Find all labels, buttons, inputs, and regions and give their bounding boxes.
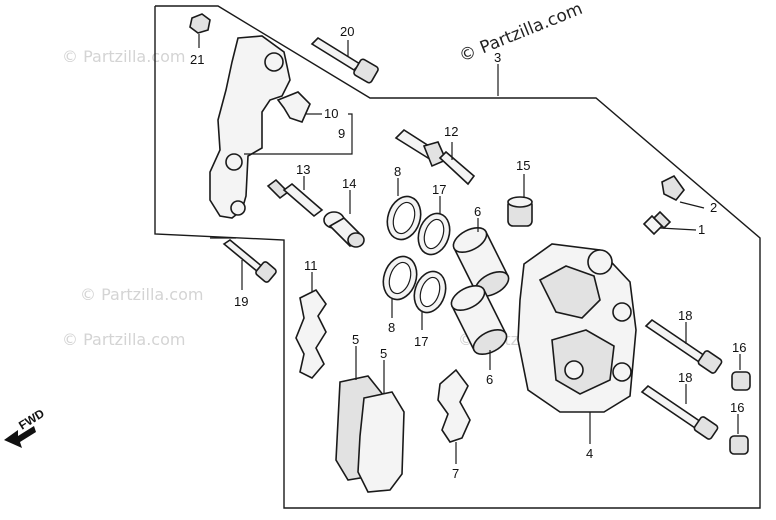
- callout-21: 21: [190, 52, 204, 67]
- slide-pin-12: [394, 128, 476, 186]
- callout-15: 15: [516, 158, 530, 173]
- leader-9: [244, 113, 353, 155]
- watermark-left: © Partzilla.com: [80, 285, 203, 304]
- bracket-hole-bottom: [230, 200, 246, 216]
- callout-16-a: 16: [732, 340, 746, 355]
- caliper-body-4: [517, 243, 637, 413]
- callout-5-a: 5: [352, 332, 359, 347]
- watermark-mid-left: © Partzilla.com: [62, 330, 185, 349]
- callout-20: 20: [340, 24, 354, 39]
- callout-9: 9: [338, 126, 345, 141]
- plug-16-upper: [731, 371, 751, 391]
- callout-10: 10: [324, 106, 338, 121]
- assembly-boundary: [154, 5, 761, 509]
- slide-pin-13: [266, 178, 324, 218]
- callout-19: 19: [234, 294, 248, 309]
- callout-17-a: 17: [432, 182, 446, 197]
- bleeder-cap-2: [661, 174, 686, 202]
- callout-16-b: 16: [730, 400, 744, 415]
- leader-lines: [241, 64, 741, 464]
- watermark-main: © Partzilla.com: [456, 0, 585, 67]
- plug-16-lower: [729, 435, 749, 455]
- watermark-top-left: © Partzilla.com: [62, 47, 185, 66]
- pad-spring-7: [437, 368, 471, 443]
- pad-shim-11: [295, 288, 327, 379]
- bolt-20: [310, 36, 379, 84]
- callout-1: 1: [698, 222, 705, 237]
- callout-8-a: 8: [394, 164, 401, 179]
- pad-spring-10: [276, 91, 311, 123]
- piston-seal-8-upper: [386, 195, 422, 241]
- callout-3: 3: [494, 50, 501, 65]
- forward-direction-indicator: FWD: [4, 406, 47, 448]
- callout-13: 13: [296, 162, 310, 177]
- callout-14: 14: [342, 176, 356, 191]
- callout-17-b: 17: [414, 334, 428, 349]
- callout-4: 4: [586, 446, 593, 461]
- bracket-hole-mid: [225, 153, 243, 171]
- piston-6-lower: [450, 284, 508, 356]
- callout-5-b: 5: [380, 346, 387, 361]
- pad-pin-18-upper: [644, 318, 723, 374]
- callout-18-b: 18: [678, 370, 692, 385]
- boot-15: [507, 196, 533, 227]
- caliper-bracket: [209, 35, 291, 219]
- callout-2: 2: [710, 200, 717, 215]
- bleeder-valve-1: [642, 210, 672, 236]
- callout-7: 7: [452, 466, 459, 481]
- callout-8-b: 8: [388, 320, 395, 335]
- callout-11: 11: [304, 258, 318, 273]
- nut-21: [189, 13, 211, 34]
- pin-boot-14: [323, 211, 365, 248]
- dust-seal-17-upper: [417, 212, 451, 256]
- callout-12: 12: [444, 124, 458, 139]
- callout-labels: 1 2 3 4 5 5 6 6 7 8 8 9 10 11 12 13 14 1…: [190, 24, 746, 481]
- dust-seal-17-lower: [413, 270, 447, 314]
- pad-pin-18-lower: [640, 384, 719, 440]
- callout-6-b: 6: [486, 372, 493, 387]
- bolt-19: [222, 239, 277, 283]
- brake-pad-5-outer: [357, 391, 405, 493]
- callout-18-a: 18: [678, 308, 692, 323]
- bracket-hole-top: [264, 52, 284, 72]
- piston-seal-8-lower: [382, 255, 418, 301]
- callout-6-a: 6: [474, 204, 481, 219]
